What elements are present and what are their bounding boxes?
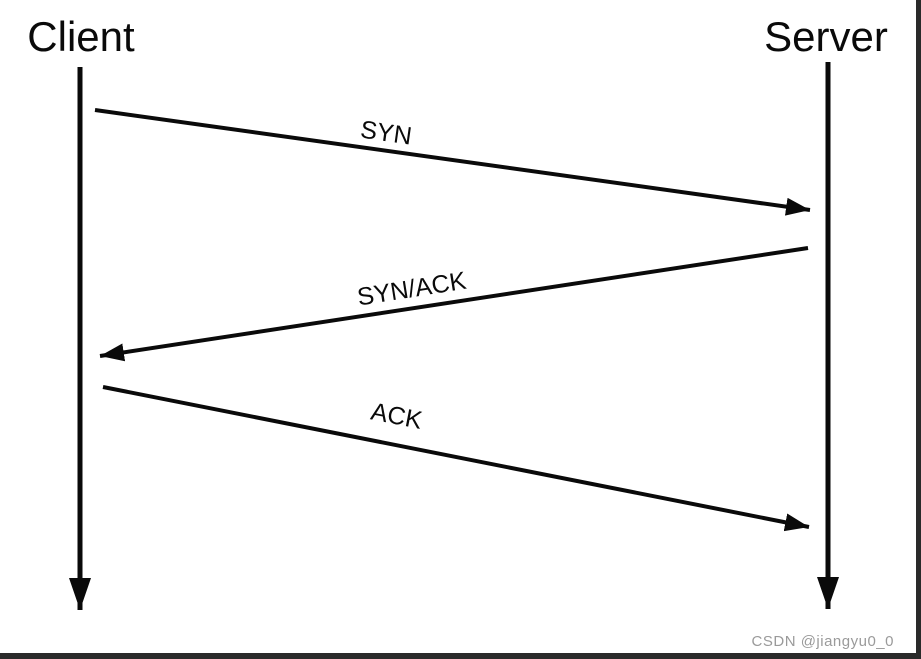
- syn-label: SYN: [359, 116, 414, 151]
- syn-ack-arrow: [99, 246, 809, 362]
- csdn-watermark: CSDN @jiangyu0_0: [751, 633, 894, 650]
- syn-arrow: [94, 108, 811, 216]
- page-edge-bottom: [0, 653, 921, 659]
- ack-label: ACK: [369, 397, 425, 434]
- actor-label-client: Client: [27, 13, 135, 60]
- actor-label-server: Server: [764, 13, 888, 60]
- page-edge-right: [916, 0, 921, 659]
- syn-ack-label: SYN/ACK: [355, 267, 468, 312]
- ack-arrow: [102, 385, 810, 532]
